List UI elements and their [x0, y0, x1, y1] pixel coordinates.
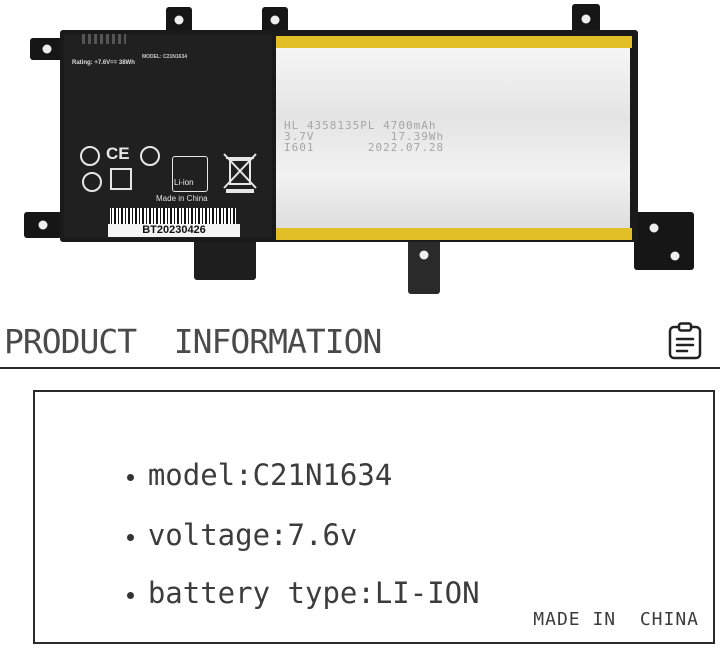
section-title: PRODUCT INFORMATION: [4, 322, 382, 361]
cell-print-line: 3.7V 17.39Wh: [284, 130, 445, 143]
section-divider: [0, 367, 720, 369]
cell-print-line: I601 2022.07.28: [284, 141, 445, 154]
model-text: MODEL: C21N1634: [142, 54, 188, 60]
bullet: [126, 591, 134, 599]
voltage-value: voltage:7.6v: [147, 518, 358, 552]
battery-label: MODEL: C21N1634 Rating: +7.6V== 38Wh CE …: [64, 34, 272, 238]
no-trash-bin-icon: [223, 153, 257, 193]
made-in-china-text: MADE IN CHINA: [533, 609, 699, 630]
mount-tab: [572, 4, 600, 34]
made-in-china-label: Made in China: [156, 194, 208, 203]
rating-text: Rating: +7.6V== 38Wh: [72, 60, 135, 66]
barcode: [110, 208, 236, 224]
cell-print: HL 4358135PL 4700mAh 3.7V 17.39Wh I601 2…: [284, 120, 444, 153]
pap-mark-icon: [110, 168, 132, 190]
mount-tab: [166, 7, 192, 33]
battery-cell: HL 4358135PL 4700mAh 3.7V 17.39Wh I601 2…: [276, 36, 632, 240]
cell-print-line: HL 4358135PL 4700mAh: [284, 119, 437, 132]
yellow-tape-bottom: [276, 228, 632, 240]
ul-mark-icon: [140, 146, 160, 166]
recycle-li-ion-icon: [172, 156, 208, 192]
mount-tab: [24, 212, 62, 238]
battery-type-value: battery type:LI-ION: [147, 576, 480, 610]
ce-mark-icon: CE: [106, 144, 130, 163]
fine-print: [72, 68, 266, 124]
bullet: [126, 473, 134, 481]
yellow-tape-top: [276, 36, 632, 48]
info-box: model:C21N1634 voltage:7.6v battery type…: [33, 390, 715, 644]
mount-tab: [408, 238, 440, 294]
info-model: model:C21N1634: [57, 424, 392, 526]
mount-tab: [634, 212, 694, 270]
info-voltage: voltage:7.6v: [57, 484, 357, 586]
safety-mark-icon: [80, 146, 100, 166]
mount-tab: [262, 7, 288, 33]
cell-wrap-film: [276, 42, 630, 232]
connector: [194, 238, 256, 280]
serial-number: BT20230426: [108, 224, 240, 237]
vent-grille: [82, 34, 126, 44]
info-battery-type: battery type:LI-ION: [57, 542, 480, 644]
recycle-mark-icon: [82, 172, 102, 192]
model-value: model:C21N1634: [147, 458, 393, 492]
battery-photo: MODEL: C21N1634 Rating: +7.6V== 38Wh CE …: [0, 0, 720, 300]
bullet: [126, 533, 134, 541]
mount-tab: [30, 38, 64, 60]
li-ion-text: Li-ion: [174, 178, 194, 187]
clipboard-icon: [668, 322, 702, 360]
